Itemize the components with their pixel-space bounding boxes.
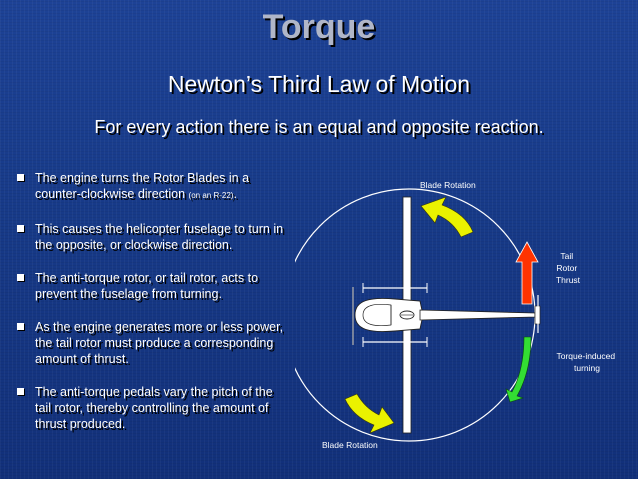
bullet-tail: .: [233, 187, 237, 201]
tail-rotor-thrust-arrow: [515, 241, 539, 305]
bullet-text: The anti-torque pedals vary the pitch of…: [35, 385, 273, 431]
bullet-list: The engine turns the Rotor Blades in a c…: [15, 170, 290, 449]
bullet-text: The anti-torque rotor, or tail rotor, ac…: [35, 271, 259, 301]
blade-rotation-label-top: Blade Rotation: [420, 180, 476, 190]
torque-induced-label: Torque-induced turning: [557, 351, 618, 373]
torque-induced-arrow: [505, 336, 532, 403]
torque-diagram: Blade Rotation Blade Rotation Tail Rotor…: [295, 180, 618, 450]
bullet-item: The anti-torque pedals vary the pitch of…: [15, 384, 290, 432]
bullet-text: This causes the helicopter fuselage to t…: [35, 222, 284, 252]
blade-rotation-arrow-bottom: [344, 393, 395, 434]
blade-rotation-label-bottom: Blade Rotation: [322, 440, 378, 450]
thrust-line-2: Rotor: [556, 263, 577, 273]
helicopter-fuselage: [352, 283, 541, 347]
slide-subtitle: Newton’s Third Law of Motion: [167, 71, 471, 97]
bullet-item: As the engine generates more or less pow…: [15, 319, 290, 367]
tail-rotor-thrust-label: Tail Rotor Thrust: [556, 251, 581, 285]
torque-line-1: Torque-induced: [557, 351, 616, 361]
thrust-line-1: Tail: [560, 251, 573, 261]
torque-line-2: turning: [574, 363, 600, 373]
bullet-item: The anti-torque rotor, or tail rotor, ac…: [15, 270, 290, 302]
blade-rotation-arrow-top: [420, 196, 474, 238]
bullet-note: (on an R-22): [188, 191, 234, 200]
slide-title: Torque: [262, 8, 376, 46]
bullet-item: The engine turns the Rotor Blades in a c…: [15, 170, 290, 204]
bullet-text: As the engine generates more or less pow…: [35, 320, 284, 366]
bullet-text: The engine turns the Rotor Blades in a c…: [35, 171, 250, 201]
slide-tagline: For every action there is an equal and o…: [94, 117, 544, 137]
thrust-line-3: Thrust: [556, 275, 581, 285]
bullet-item: This causes the helicopter fuselage to t…: [15, 221, 290, 253]
